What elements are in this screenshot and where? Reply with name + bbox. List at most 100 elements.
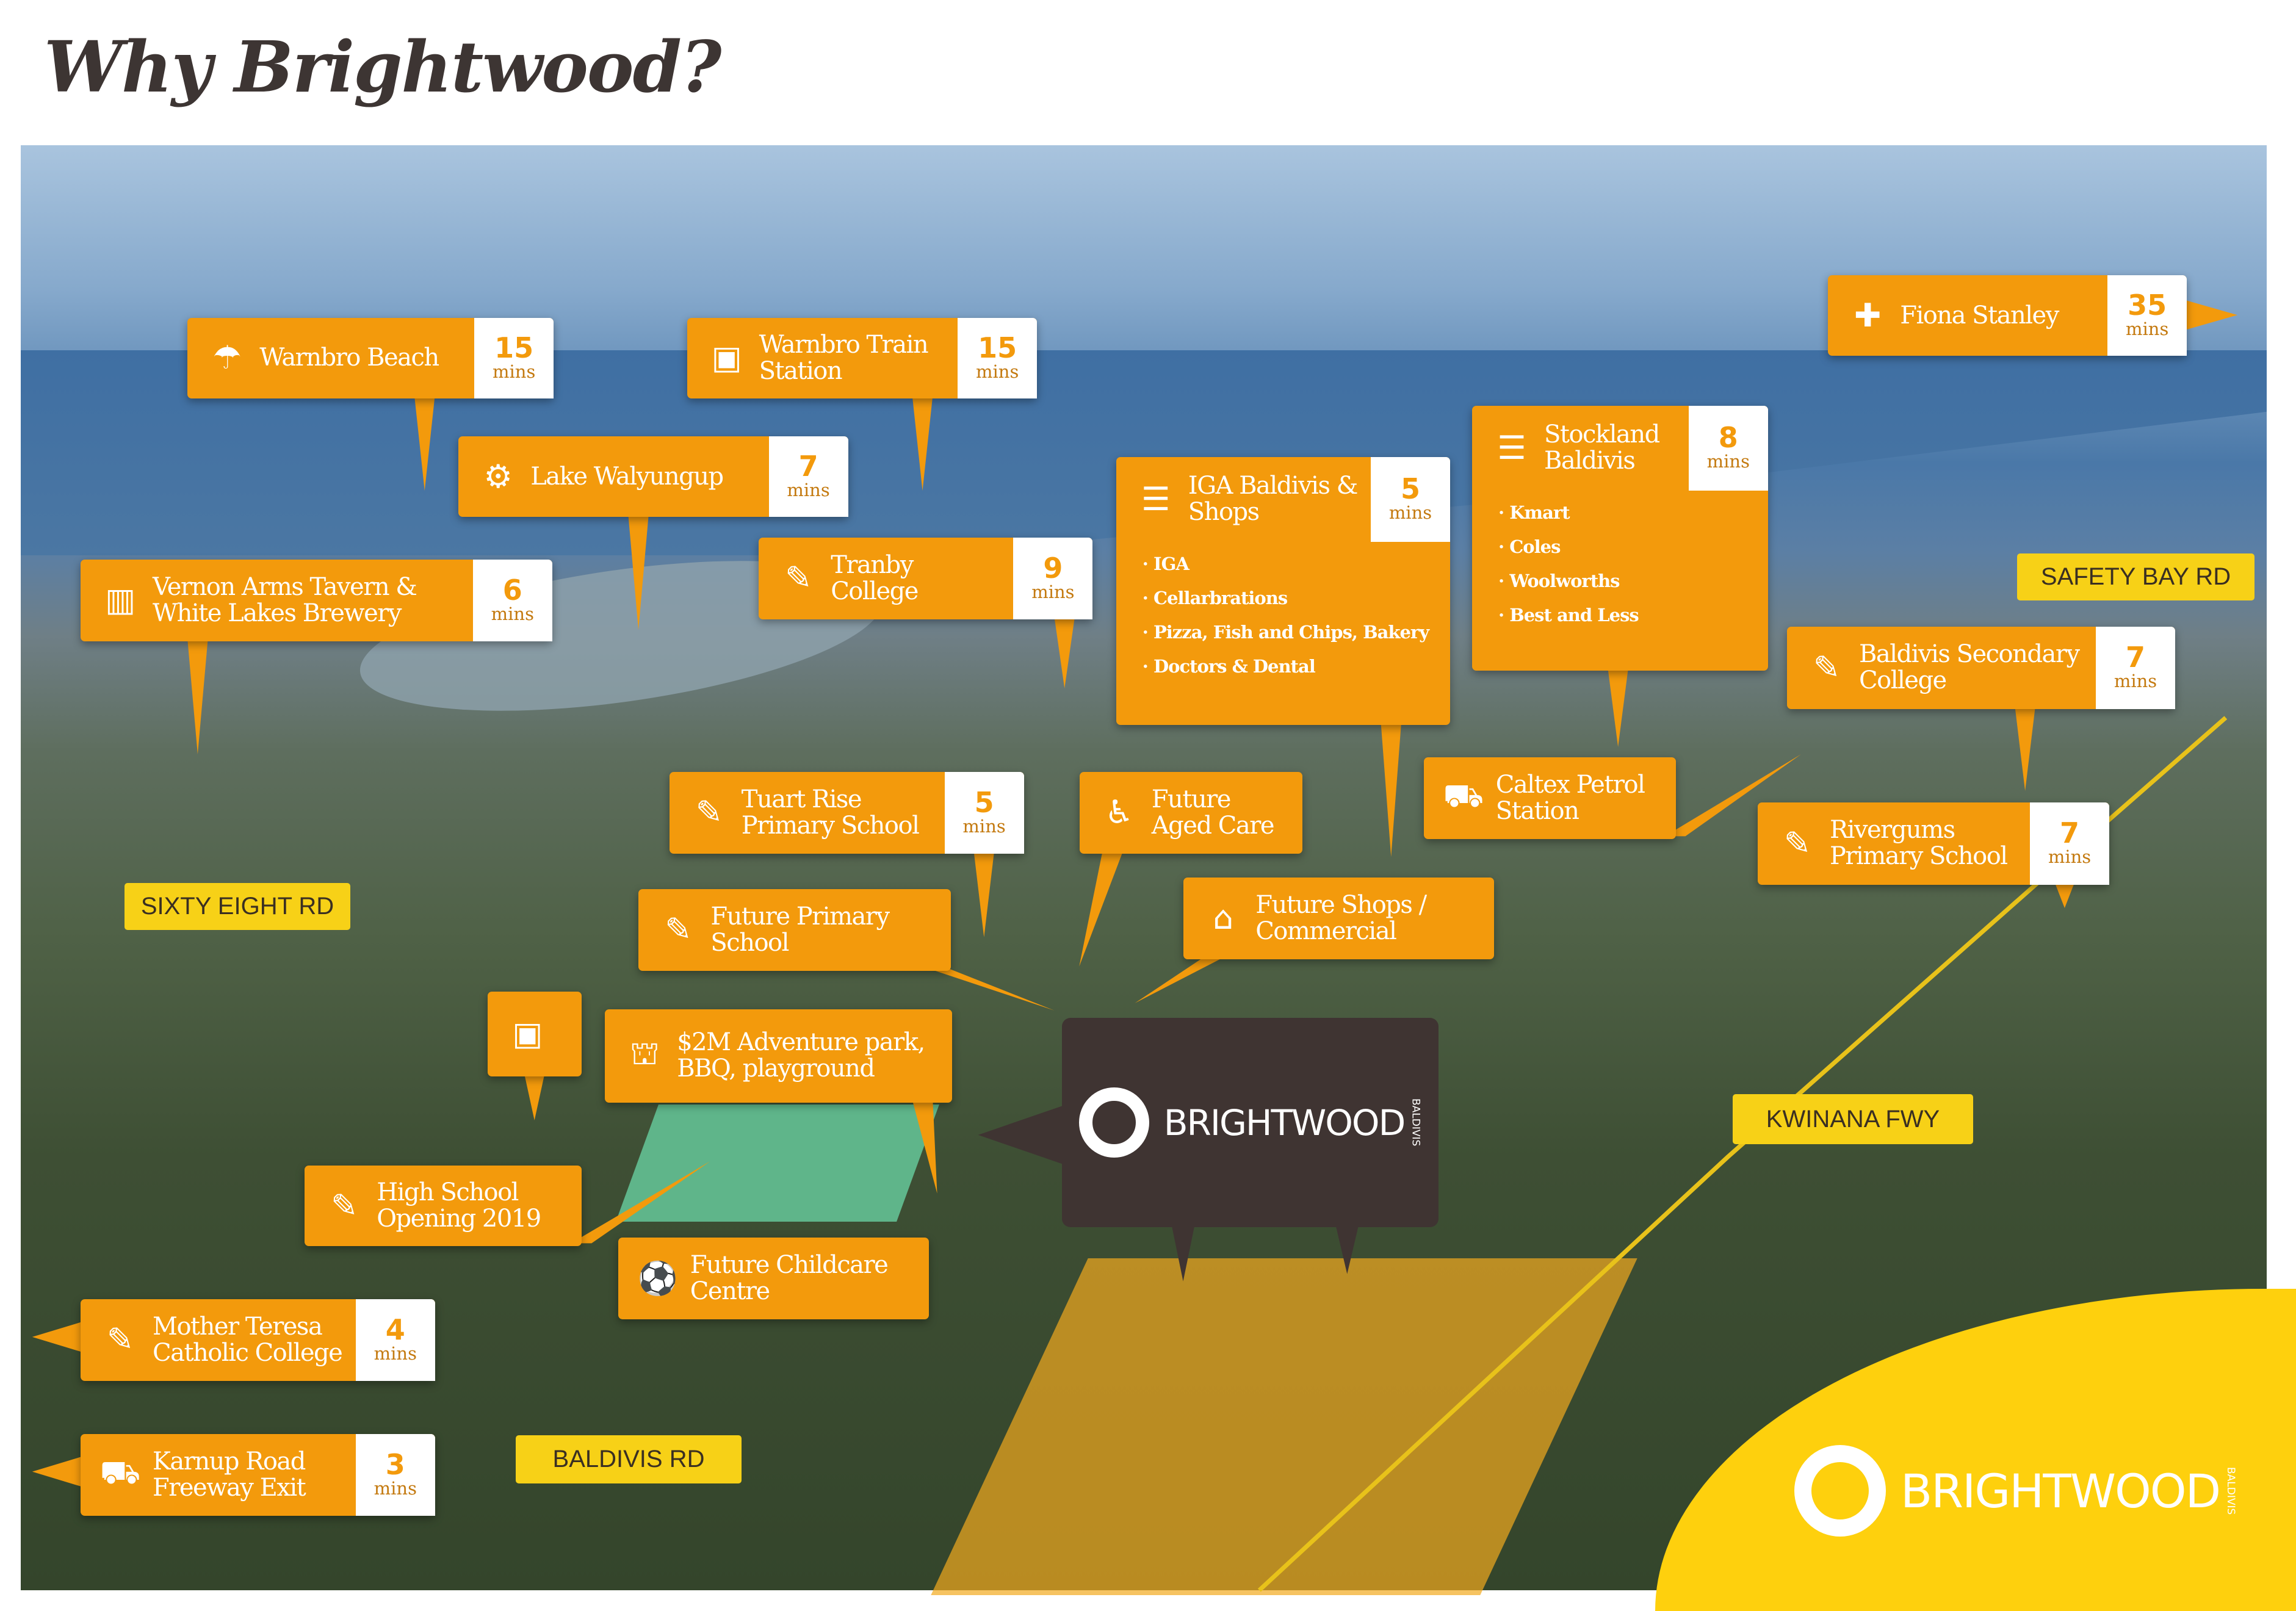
callout-title: Karnup Road Freeway Exit	[153, 1447, 306, 1502]
pencil-icon: ✎	[330, 1187, 358, 1225]
callout-16: ⛫$2M Adventure park, BBQ, playground	[605, 1009, 952, 1103]
minutes-unit: mins	[374, 1477, 417, 1499]
brand-logo-corner: BRIGHTWOOD BALDIVIS	[1794, 1445, 2237, 1537]
pencil-icon: ✎	[1813, 649, 1841, 687]
minutes-value: 4	[385, 1313, 405, 1346]
minutes-unit: mins	[976, 361, 1019, 382]
umbrella-icon: ☂	[212, 339, 242, 377]
minutes-value: 7	[2059, 816, 2079, 850]
callout-title: High School Opening 2019	[377, 1178, 541, 1233]
logo-ring-icon	[1794, 1445, 1886, 1537]
car-icon: ⛟	[99, 1454, 141, 1491]
list-item: Coles	[1498, 536, 1768, 557]
minutes-unit: mins	[2126, 319, 2169, 340]
list-item: Best and Less	[1498, 605, 1768, 625]
shop-icon: ⌂	[1213, 899, 1234, 937]
minutes-value: 5	[1400, 472, 1420, 506]
minutes-unit: mins	[787, 480, 830, 501]
pencil-icon: ✎	[695, 794, 723, 832]
callout-title: Future Primary School	[710, 902, 890, 957]
minutes-value: 7	[798, 450, 818, 483]
minutes-value: 6	[502, 573, 522, 607]
minutes-unit: mins	[2048, 846, 2092, 868]
plus-icon: ✚	[1854, 297, 1882, 334]
ball-icon: ⚽	[637, 1260, 678, 1298]
callout-title: Future Aged Care	[1151, 785, 1275, 840]
road-label: SAFETY BAY RD	[2017, 553, 2254, 600]
oval	[616, 1105, 939, 1222]
brand-name: BRIGHTWOOD	[1163, 1101, 1406, 1144]
minutes-value: 7	[2125, 641, 2145, 674]
list-item: Pizza, Fish and Chips, Bakery	[1143, 622, 1450, 643]
list-item: Doctors & Dental	[1143, 656, 1450, 677]
callout-17: ✎ High School Opening 2019	[305, 1166, 582, 1247]
pencil-icon: ✎	[665, 911, 692, 949]
list-item: Kmart	[1498, 502, 1768, 523]
callout-15: ▣	[488, 991, 582, 1076]
pencil-icon: ✎	[784, 560, 812, 597]
minutes-unit: mins	[374, 1342, 417, 1364]
callout-9: ⛟ Caltex Petrol Station	[1423, 757, 1676, 840]
amenity-list: KmartColesWoolworthsBest and Less	[1498, 502, 1768, 639]
list-item: Cellarbrations	[1143, 588, 1450, 608]
minutes-value: 35	[2128, 289, 2167, 322]
callout-title: Future Shops / Commercial	[1255, 890, 1427, 945]
callout-title: Rivergums Primary School	[1830, 816, 2008, 871]
minutes-unit: mins	[1388, 502, 1432, 524]
logo-ring-icon	[1078, 1087, 1149, 1158]
brightwood-marker: BRIGHTWOOD BALDIVIS	[1062, 1018, 1439, 1227]
callout-title: Fiona Stanley	[1900, 301, 2059, 330]
callout-14: ⌂ Future Shops / Commercial	[1183, 877, 1494, 959]
minutes-value: 15	[978, 331, 1017, 364]
callout-title: IGA Baldivis & Shops	[1188, 472, 1359, 527]
callout-title: Tranby College	[831, 550, 919, 605]
list-item: IGA	[1143, 553, 1450, 574]
minutes-unit: mins	[962, 815, 1006, 837]
callout-title: Caltex Petrol Station	[1495, 770, 1645, 825]
basket-icon: ☰	[1141, 480, 1171, 518]
playground-icon: ⛫	[629, 1035, 660, 1073]
minutes-unit: mins	[1031, 581, 1075, 602]
callout-title: Baldivis Secondary College	[1859, 640, 2080, 695]
minutes-value: 3	[385, 1447, 405, 1481]
callout-title: Tuart Rise Primary School	[741, 785, 920, 840]
callout-6: ☰Stockland Baldivis8minsKmartColesWoolwo…	[1472, 405, 1768, 671]
road-label: SIXTY EIGHT RD	[125, 883, 350, 930]
page-title: Why Brightwood?	[44, 26, 721, 109]
callout-18: ⚽Future Childcare Centre	[618, 1238, 929, 1320]
basket-icon: ☰	[1497, 429, 1526, 467]
callout-13: ✎ Future Primary School	[638, 888, 951, 971]
brand-suburb: BALDIVIS	[2225, 1466, 2237, 1515]
minutes-unit: mins	[493, 361, 536, 382]
callout-title: Mother Teresa Catholic College	[153, 1312, 343, 1367]
list-item: Woolworths	[1498, 571, 1768, 591]
minutes-unit: mins	[491, 603, 534, 624]
pencil-icon: ✎	[106, 1321, 134, 1359]
minutes-value: 15	[494, 331, 534, 364]
minutes-value: 5	[974, 785, 994, 819]
car-icon: ⛟	[1443, 777, 1484, 815]
callout-3: ▥ Vernon Arms Tavern & White Lakes Brewer…	[81, 559, 552, 642]
callout-title: Vernon Arms Tavern & White Lakes Brewery	[153, 572, 417, 627]
beer-icon: ▥	[104, 582, 136, 619]
